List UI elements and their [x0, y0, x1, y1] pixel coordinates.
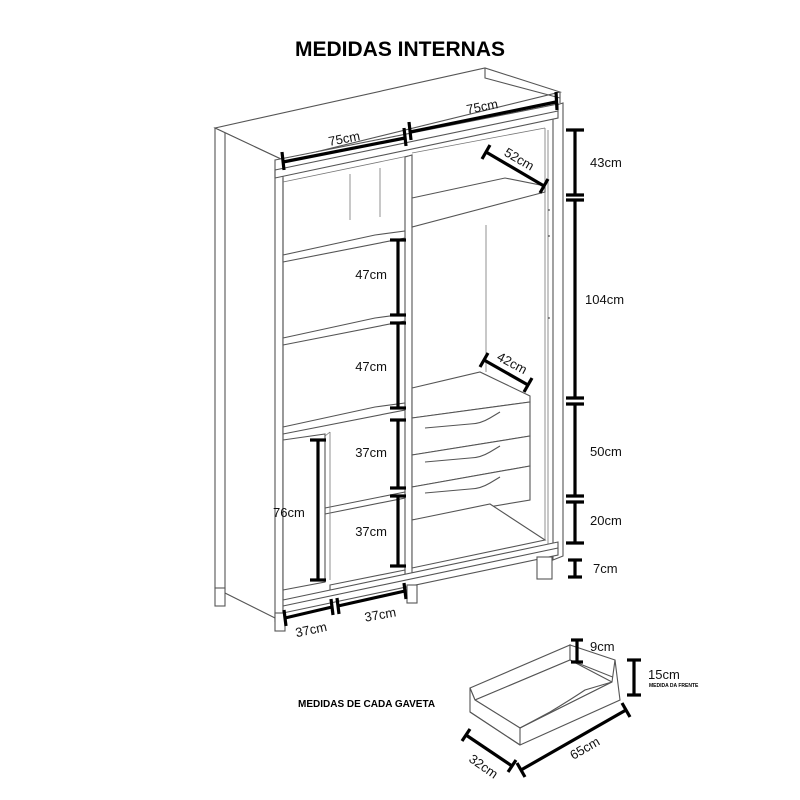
label-drawer-height-back: 9cm — [590, 639, 615, 654]
label-bottom-space-height: 20cm — [590, 513, 622, 528]
label-base-height: 7cm — [593, 561, 618, 576]
label-drawer-depth-42: 42cm — [495, 349, 530, 377]
label-top-right-width: 75cm — [465, 96, 499, 117]
label-bottom-width-b: 37cm — [363, 604, 397, 624]
drawer-block — [411, 225, 531, 521]
foot-front-mid — [406, 584, 418, 604]
label-hanging-height: 104cm — [585, 292, 624, 307]
label-upper-height: 43cm — [590, 155, 622, 170]
label-drawer-height-front: 15cm — [648, 667, 680, 682]
foot-front-right — [536, 556, 553, 580]
label-shelf-47-a: 47cm — [355, 267, 387, 282]
drawer-detail: MEDIDAS DE CADA GAVETA 9cm 15cm MEDIDA D… — [298, 638, 699, 782]
top-right-shelf — [411, 177, 546, 228]
label-shelf-47-b: 47cm — [355, 359, 387, 374]
label-shelf-37-b: 37cm — [355, 524, 387, 539]
label-drawer-width: 65cm — [567, 734, 602, 763]
left-lower-door — [282, 433, 326, 591]
label-drawer-front-note: MEDIDA DA FRENTE — [649, 683, 699, 689]
label-shelf-37-a: 37cm — [355, 445, 387, 460]
label-door-76: 76cm — [273, 505, 305, 520]
dimension-lines — [280, 91, 584, 627]
right-side-panel — [552, 102, 564, 561]
drawer-caption: MEDIDAS DE CADA GAVETA — [298, 699, 435, 710]
bottom-right-floor — [411, 503, 547, 569]
diagram-title: MEDIDAS INTERNAS — [295, 38, 505, 61]
label-top-depth: 52cm — [502, 145, 537, 174]
center-divider — [404, 154, 413, 583]
foot-back-left — [214, 587, 226, 607]
wardrobe-drawing — [213, 67, 564, 632]
label-top-left-width: 75cm — [327, 128, 361, 149]
label-bottom-width-a: 37cm — [294, 619, 328, 640]
label-drawer-zone-height: 50cm — [590, 444, 622, 459]
